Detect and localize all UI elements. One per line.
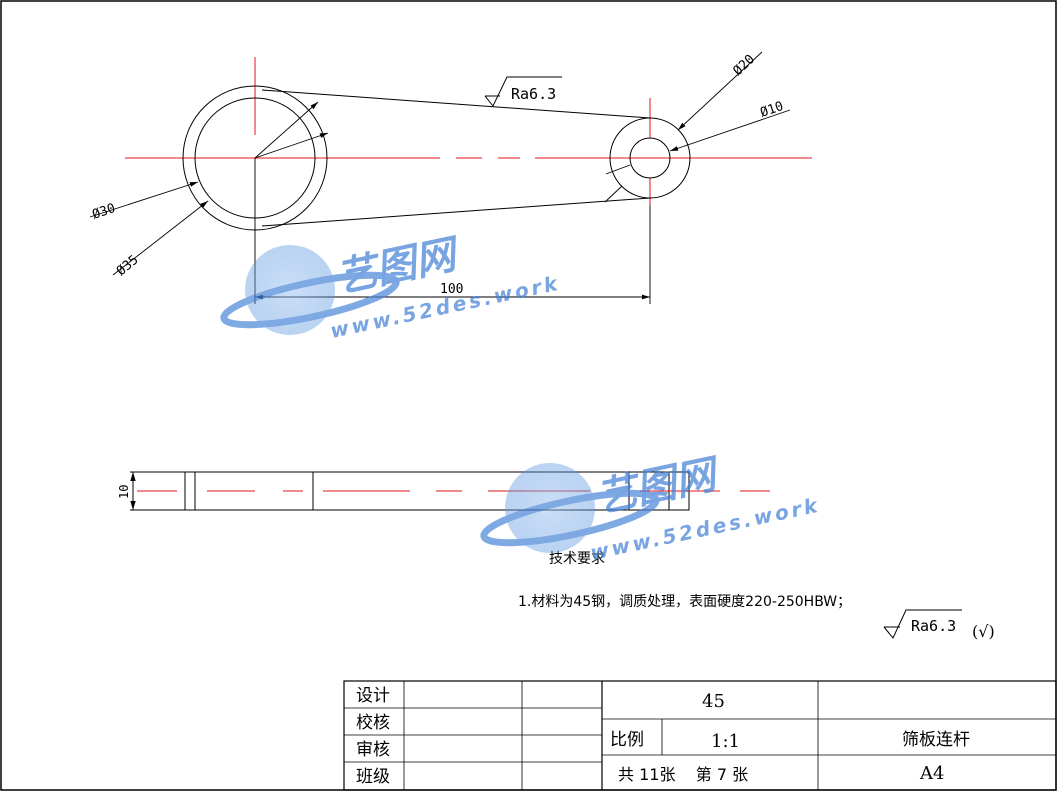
scale-value: 1:1 (711, 731, 740, 752)
link-lower-edge (261, 197, 651, 227)
dim-d20-label: Ø20 (730, 52, 757, 79)
link-upper-edge (261, 89, 651, 119)
paper-size: A4 (919, 763, 944, 784)
top-centerlines (125, 57, 812, 205)
part-name: 筛板连杆 (902, 730, 970, 750)
sheet-count: 共 11张 第 7 张 (618, 765, 748, 784)
watermark-logo-1: 艺图网 www.52des.work (220, 231, 562, 343)
watermark-logo-2: 艺图网 www.52des.work (480, 451, 822, 565)
dim-d35-leader (112, 101, 319, 276)
scale-label: 比例 (610, 730, 644, 750)
class-label: 班级 (356, 767, 390, 787)
dim-length-label: 100 (440, 282, 463, 297)
dim-thickness-label: 10 (117, 485, 131, 499)
roughness-label-top: Ra6.3 (511, 85, 556, 103)
watermark-brand-2: 艺图网 (593, 451, 726, 522)
review-label: 审核 (356, 740, 390, 760)
roughness-symbol-general (883, 609, 962, 639)
dim-d20-leader (604, 51, 763, 203)
title-block (343, 680, 1057, 791)
roughness-symbol-top (484, 76, 562, 107)
dim-d10-leader (605, 109, 791, 175)
dim-d30-label: Ø30 (90, 201, 117, 223)
design-label: 设计 (356, 686, 390, 706)
notes-item-1: 1.材料为45钢，调质处理，表面硬度220-250HBW； (518, 594, 851, 610)
notes-heading: 技术要求 (549, 551, 605, 567)
material-value: 45 (702, 691, 725, 712)
front-view: 10 (117, 471, 770, 511)
dim-d30-leader (89, 132, 329, 218)
roughness-paren: (√) (972, 622, 995, 641)
small-bore-circle (629, 137, 671, 179)
dim-d10-label: Ø10 (758, 99, 785, 121)
roughness-label-general: Ra6.3 (911, 617, 956, 635)
check-label: 校核 (356, 713, 390, 733)
